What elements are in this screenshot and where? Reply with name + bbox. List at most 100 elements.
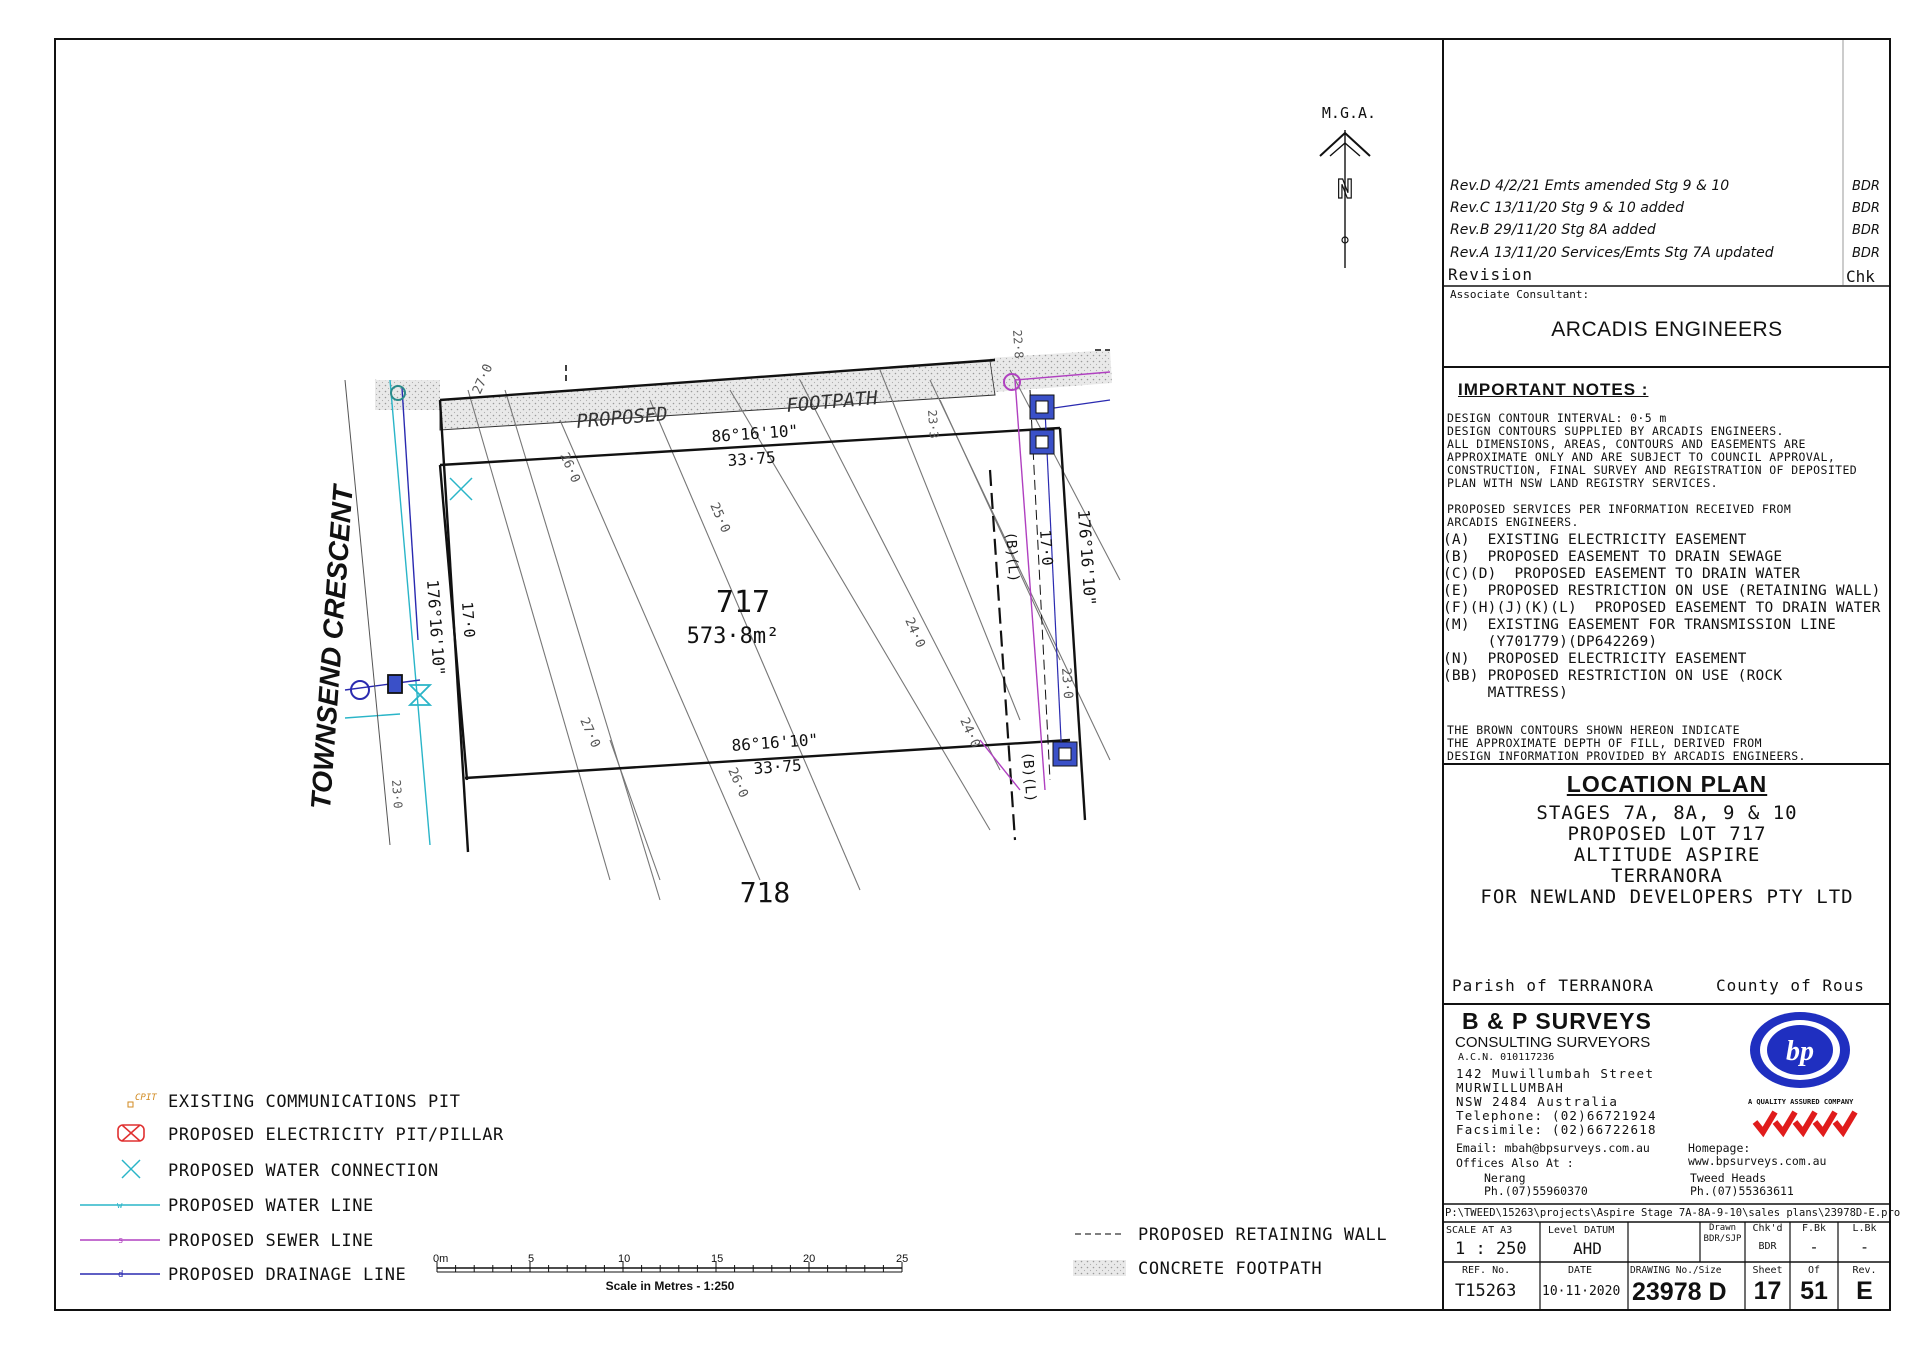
drawing-frame [54, 38, 1891, 1311]
bearing-top: 86°16'10" [711, 421, 799, 446]
revision-d-chk: BDR [1852, 179, 1880, 194]
svg-text:w: w [117, 1201, 123, 1211]
consultant-label: Associate Consultant: [1450, 288, 1590, 301]
scale-tick: 25 [896, 1253, 908, 1265]
notes-para-1: DESIGN CONTOUR INTERVAL: 0·5 m DESIGN CO… [1447, 411, 1858, 490]
location-plan-title: LOCATION PLAN [1566, 771, 1768, 797]
drainage-line-2 [344, 379, 391, 846]
sheet-value: 17 [1753, 1277, 1782, 1305]
lbk-value: - [1859, 1238, 1870, 1256]
lot-area: 573·8m² [687, 624, 780, 649]
water-connection-icon [121, 1159, 141, 1179]
comm-pit-tag: CPIT [135, 1093, 157, 1103]
easement-line: (Y701779)(DP642269) [1443, 634, 1658, 650]
contour-label: 26·0 [724, 766, 750, 801]
bearing-right: 176°16'10" [1074, 509, 1100, 606]
drawn-value: BDR/SJP [1703, 1234, 1742, 1244]
date-value: 10·11·2020 [1542, 1284, 1621, 1299]
lot-number: 717 [716, 585, 770, 620]
company-name: B & P SURVEYS [1462, 1008, 1652, 1034]
distance-top: 33·75 [727, 448, 776, 470]
north-arrow-icon: N M.G.A. [1319, 104, 1376, 268]
scale-tick: 20 [803, 1253, 815, 1265]
easement-line: (E) PROPOSED RESTRICTION ON USE (RETAINI… [1443, 583, 1881, 599]
revision-b-chk: BDR [1852, 223, 1880, 238]
contour-lines [467, 369, 1121, 901]
revision-b: Rev.B 29/11/20 Stg 8A added [1450, 222, 1656, 238]
lot-boundaries [438, 358, 1087, 853]
company-homepage[interactable]: www.bpsurveys.com.au [1688, 1154, 1827, 1168]
legend-comm-pit: EXISTING COMMUNICATIONS PIT [168, 1092, 461, 1112]
scale-tick: 10 [618, 1253, 630, 1265]
sewer-manhole-icon [1003, 373, 1021, 391]
legend-sewer-line: PROPOSED SEWER LINE [168, 1231, 374, 1251]
location-line: FOR NEWLAND DEVELOPERS PTY LTD [1480, 886, 1854, 908]
scale-tick: 5 [528, 1253, 534, 1265]
easement-line: MATTRESS) [1443, 685, 1569, 701]
scale-tick: 0m [433, 1253, 448, 1265]
easement-line: (M) EXISTING EASEMENT FOR TRANSMISSION L… [1443, 617, 1836, 633]
lbk-label: L.Bk [1852, 1223, 1877, 1234]
water-connection-mark-icon [449, 477, 473, 501]
revision-c-chk: BDR [1852, 201, 1880, 216]
level-value: AHD [1573, 1239, 1602, 1258]
company-address: NSW 2484 Australia [1456, 1094, 1619, 1109]
north-label: M.G.A. [1322, 104, 1376, 122]
notes-heading: IMPORTANT NOTES : [1458, 380, 1649, 399]
water-valve-icon [387, 674, 433, 706]
title-block-lines [1442, 38, 1891, 1311]
easement-right-2: (B)(L) [1019, 751, 1038, 803]
location-line: ALTITUDE ASPIRE [1573, 844, 1761, 866]
easement-line: (A) EXISTING ELECTRICITY EASEMENT [1443, 532, 1747, 548]
electricity-pit-icon [117, 1124, 145, 1142]
level-label: Level DATUM [1548, 1225, 1615, 1236]
pit-label-2: 23·3 [925, 409, 941, 439]
company-telephone: Telephone: (02)66721924 [1456, 1108, 1657, 1123]
pit-label-1: 22·8 [1010, 329, 1026, 359]
office2-name: Tweed Heads [1690, 1171, 1767, 1185]
sheet-label: Sheet [1752, 1265, 1783, 1276]
chkd-label: Chk'd [1752, 1223, 1783, 1234]
office1-phone: Ph.(07)55960370 [1484, 1184, 1588, 1198]
rev-label: Rev. [1852, 1265, 1877, 1276]
file-path: P:\TWEED\15263\projects\Aspire Stage 7A-… [1445, 1207, 1901, 1219]
drawing-value: 23978 D [1632, 1278, 1727, 1306]
office2-phone: Ph.(07)55363611 [1690, 1184, 1794, 1198]
company-email: Email: mbah@bpsurveys.com.au [1456, 1141, 1650, 1155]
company-logo-icon: bp [1750, 1012, 1850, 1088]
scale-bar: 0m 5 10 15 20 25 Scale in Metres - 1:250 [433, 1253, 908, 1293]
company-facsimile: Facsimile: (02)66722618 [1456, 1122, 1657, 1137]
contour-label: 24·0 [956, 716, 982, 751]
distance-right: 17·0 [1036, 529, 1056, 566]
scale-caption: Scale in Metres - 1:250 [606, 1279, 735, 1293]
revision-a-chk: BDR [1852, 246, 1880, 261]
drainage-pit-icon [350, 680, 370, 700]
distance-left: 17·0 [458, 601, 478, 638]
easement-right-1: (B)(L) [1002, 531, 1021, 583]
company-acn: A.C.N. 010117236 [1458, 1052, 1555, 1063]
bearing-left: 176°16'10" [423, 579, 449, 676]
county: County of Rous [1716, 976, 1865, 995]
company-homepage-label: Homepage: [1688, 1141, 1751, 1155]
office1-name: Nerang [1484, 1171, 1526, 1185]
company-address: MURWILLUMBAH [1456, 1080, 1565, 1095]
drainage-line [344, 387, 421, 691]
quality-label: A QUALITY ASSURED COMPANY [1748, 1098, 1854, 1106]
drawing-label: DRAWING No./Size [1630, 1265, 1722, 1276]
fbk-value: - [1809, 1238, 1819, 1256]
parish: Parish of TERRANORA [1452, 976, 1655, 995]
electricity-pit-icon [1029, 394, 1078, 767]
notes-para-2: PROPOSED SERVICES PER INFORMATION RECEIV… [1447, 502, 1792, 529]
legend-water-line: PROPOSED WATER LINE [168, 1196, 374, 1216]
lot-below: 718 [740, 876, 791, 909]
contour-label: 25·0 [706, 501, 732, 536]
ref-value: T15263 [1455, 1281, 1517, 1301]
of-label: Of [1807, 1265, 1821, 1276]
legend-water-connection: PROPOSED WATER CONNECTION [168, 1161, 439, 1181]
revision-a: Rev.A 13/11/20 Services/Emts Stg 7A upda… [1450, 245, 1774, 261]
location-line: STAGES 7A, 8A, 9 & 10 [1536, 802, 1798, 824]
location-line: TERRANORA [1611, 865, 1723, 887]
notes-para-3: THE BROWN CONTOURS SHOWN HEREON INDICATE… [1447, 723, 1806, 763]
svg-text:d: d [118, 1270, 123, 1280]
